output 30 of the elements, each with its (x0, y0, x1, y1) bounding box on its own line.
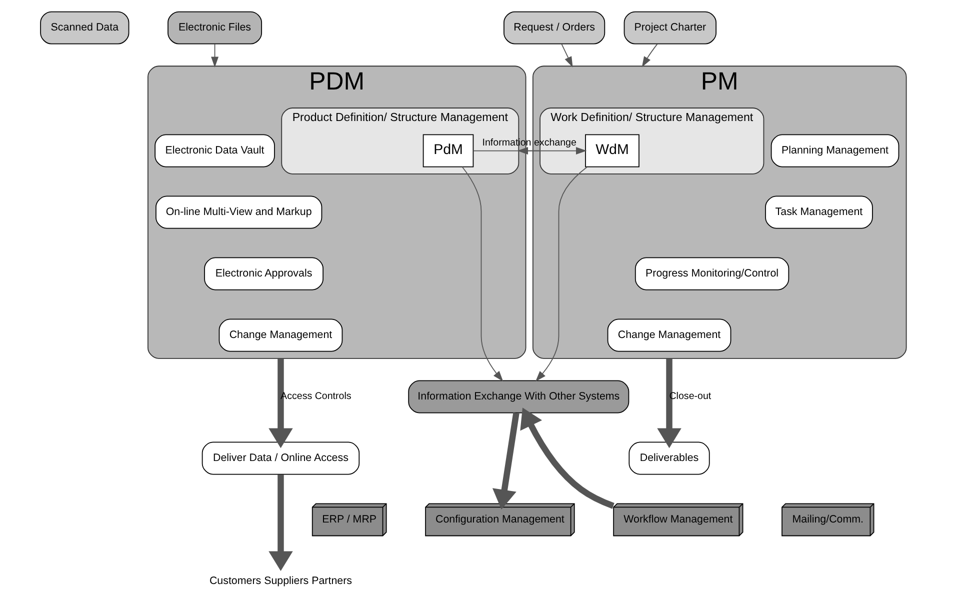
node-box: PdM (422, 134, 474, 168)
node-box: Information Exchange With Other Systems (408, 380, 629, 414)
arrow (268, 358, 292, 448)
arrow (656, 358, 681, 448)
node-box: Electronic Data Vault (154, 134, 274, 168)
node-box: Planning Management (770, 134, 899, 168)
node-box: WdM (584, 134, 639, 168)
arrow (534, 166, 588, 382)
node-box: Task Management (764, 196, 872, 229)
node-box: Change Management (218, 318, 342, 352)
node-box: Change Management (606, 318, 731, 352)
arrow (641, 44, 658, 68)
node-box: On-line Multi-View and Markup (155, 196, 322, 229)
node-box: Scanned Data (40, 11, 129, 44)
arrow (560, 44, 572, 68)
node-box: Deliver Data / Online Access (201, 442, 360, 475)
arrow (516, 147, 540, 155)
node-box: Electronic Files (167, 11, 262, 44)
node-box: Project Charter (623, 11, 716, 44)
node-box: Request / Orders (503, 11, 605, 44)
arrow (520, 408, 614, 509)
node-box: Deliverables (628, 442, 710, 475)
arrow (472, 147, 586, 155)
arrow (492, 412, 519, 510)
arrow (461, 166, 503, 382)
arrow (210, 44, 218, 68)
node-box: Progress Monitoring/Control (634, 257, 789, 290)
node-box: Electronic Approvals (204, 257, 323, 290)
arrow (268, 474, 292, 572)
node-text: Customers Suppliers Partners (208, 574, 352, 587)
